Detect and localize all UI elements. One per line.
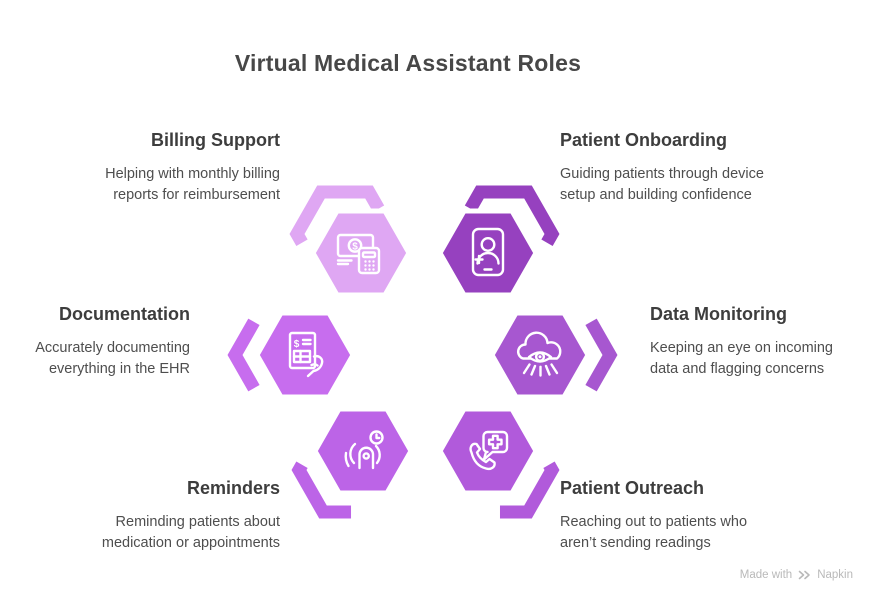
- documentation-hexagon: $: [227, 306, 356, 404]
- reminders-title: Reminders: [186, 478, 280, 498]
- documentation-text-block: Documentation Accurately documenting eve…: [10, 304, 190, 380]
- documentation-description: Accurately documenting everything in the…: [35, 339, 190, 377]
- reminder-tap-clock-icon: [344, 430, 384, 470]
- data-monitoring-hexagon: [489, 306, 618, 404]
- billing-support-hexagon: $: [289, 185, 412, 298]
- patient-outreach-chevron: [448, 421, 560, 519]
- data-monitoring-chevron: [506, 306, 618, 404]
- patient-onboarding-chevron: [448, 185, 560, 283]
- patient-onboarding-hexagon: [437, 185, 560, 298]
- billing-support-description: Helping with monthly billing reports for…: [105, 165, 280, 203]
- money-calculator-icon: $: [336, 233, 381, 275]
- patient-outreach-description: Reaching out to patients who aren’t send…: [560, 513, 748, 551]
- documentation-hex: [254, 310, 356, 400]
- reminders-chevron: [291, 421, 403, 519]
- patient-outreach-hexagon: [437, 406, 560, 519]
- patient-onboarding-description: Guiding patients through device setup an…: [560, 165, 764, 203]
- data-monitoring-title: Data Monitoring: [650, 304, 787, 324]
- reminders-hex: [312, 406, 414, 496]
- data-monitoring-description: Keeping an eye on incoming data and flag…: [650, 339, 833, 377]
- reminders-text-block: Reminders Reminding patients about medic…: [60, 478, 280, 554]
- patient-onboarding-title: Patient Onboarding: [560, 130, 728, 150]
- tablet-patient-icon: [471, 227, 505, 277]
- billing-document-hand-icon: $: [288, 331, 324, 378]
- data-monitoring-text-block: Data Monitoring Keeping an eye on incomi…: [650, 304, 860, 380]
- reminders-description: Reminding patients about medication or a…: [101, 513, 280, 551]
- watermark-made-with-label: Made with: [739, 569, 793, 581]
- billing-support-chevron: [289, 185, 401, 283]
- napkin-logo-icon: [798, 570, 810, 580]
- patient-onboarding-text-block: Patient Onboarding Guiding patients thro…: [560, 130, 790, 206]
- page-title: Virtual Medical Assistant Roles: [234, 50, 582, 76]
- svg-text:$: $: [294, 339, 300, 350]
- phone-message-cross-icon: [469, 430, 509, 471]
- cloud-eye-icon: [517, 331, 562, 377]
- billing-support-text-block: Billing Support Helping with monthly bil…: [60, 130, 280, 206]
- reminders-hexagon: [291, 406, 414, 519]
- napkin-watermark: Made with Napkin: [740, 569, 853, 581]
- patient-outreach-title: Patient Outreach: [560, 478, 705, 498]
- watermark-brand-label: Napkin: [817, 569, 853, 581]
- svg-text:$: $: [352, 241, 358, 252]
- documentation-title: Documentation: [58, 304, 190, 324]
- billing-support-title: Billing Support: [151, 130, 280, 150]
- patient-outreach-text-block: Patient Outreach Reaching out to patient…: [560, 478, 780, 554]
